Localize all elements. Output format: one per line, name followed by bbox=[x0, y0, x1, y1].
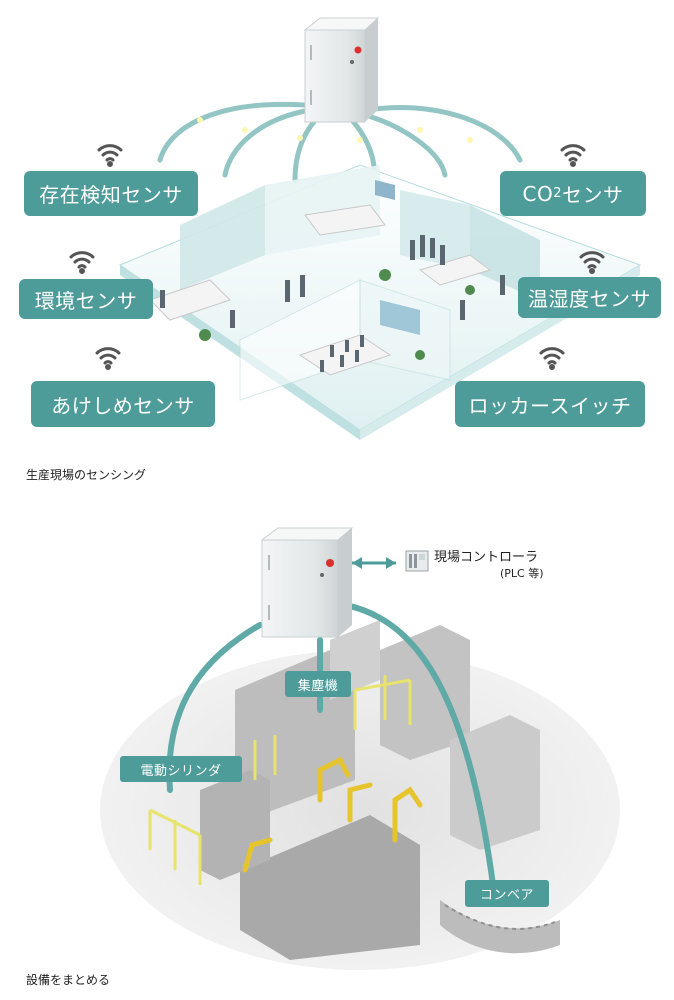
wifi-icon-temp-humidity bbox=[579, 251, 605, 274]
office-plants bbox=[199, 269, 475, 360]
wifi-icon-environment bbox=[69, 251, 95, 274]
label-temp-humidity-sensor-text: 温湿度センサ bbox=[528, 287, 651, 311]
controller-box-top bbox=[303, 17, 380, 123]
label-rocker-switch: ロッカースイッチ bbox=[455, 381, 645, 427]
label-electric-cylinder: 電動シリンダ bbox=[120, 756, 242, 782]
label-conveyor-text: コンベア bbox=[479, 888, 534, 903]
label-temp-humidity-sensor: 温湿度センサ bbox=[518, 277, 661, 318]
label-rocker-switch-text: ロッカースイッチ bbox=[468, 393, 632, 418]
wifi-icon-co2 bbox=[560, 144, 586, 167]
label-dust-collector: 集塵機 bbox=[285, 671, 351, 697]
status-led-bottom-icon bbox=[326, 559, 334, 567]
label-conveyor: コンベア bbox=[465, 880, 549, 907]
label-co2-subscript: 2 bbox=[553, 186, 562, 201]
wifi-icon-open-close bbox=[95, 347, 121, 370]
label-co2-suffix: センサ bbox=[562, 183, 624, 207]
label-environment-sensor-text: 環境センサ bbox=[34, 288, 138, 313]
plc-label: 現場コントローラ bbox=[434, 550, 539, 565]
label-dust-collector-text: 集塵機 bbox=[297, 678, 339, 694]
office-floor bbox=[118, 164, 642, 440]
label-presence-sensor: 存在検知センサ bbox=[24, 171, 198, 216]
wifi-icon-rocker bbox=[539, 347, 565, 370]
label-environment-sensor: 環境センサ bbox=[19, 279, 153, 319]
safety-fences bbox=[148, 675, 412, 885]
wireless-dots-top bbox=[197, 117, 473, 143]
label-presence-sensor-text: 存在検知センサ bbox=[39, 183, 183, 207]
plc-link-arrow-icon bbox=[352, 557, 396, 569]
label-electric-cylinder-text: 電動シリンダ bbox=[140, 763, 222, 779]
plc-device-icon bbox=[405, 550, 429, 572]
caption-top: 生産現場のセンシング bbox=[26, 468, 147, 482]
caption-bottom: 設備をまとめる bbox=[26, 973, 111, 987]
conveyor bbox=[440, 900, 560, 954]
factory-floor bbox=[100, 620, 620, 970]
controller-box-bottom bbox=[260, 527, 354, 638]
label-co2-prefix: CO bbox=[522, 181, 554, 206]
wifi-icons bbox=[69, 144, 605, 370]
label-open-close-sensor-text: あけしめセンサ bbox=[51, 393, 195, 418]
plc-sublabel: (PLC 等) bbox=[500, 567, 544, 580]
label-open-close-sensor: あけしめセンサ bbox=[31, 381, 215, 427]
wifi-icon-presence bbox=[97, 144, 123, 167]
office-people bbox=[160, 235, 505, 372]
status-led-icon bbox=[354, 46, 362, 54]
robot-arms bbox=[242, 756, 423, 873]
